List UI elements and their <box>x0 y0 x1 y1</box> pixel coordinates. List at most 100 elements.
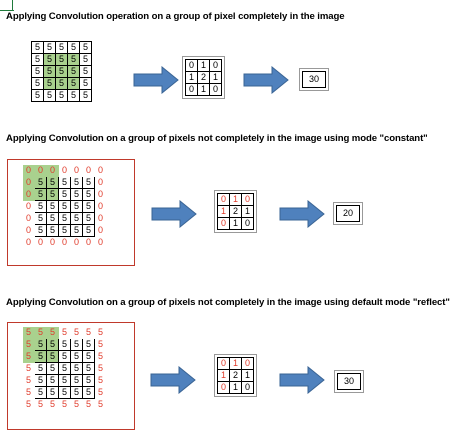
grid-cell: 5 <box>79 89 92 102</box>
grid-cell: 0 <box>25 213 31 223</box>
grid-cell: 5 <box>43 53 56 66</box>
kernel-cell: 1 <box>241 369 254 382</box>
kernel-cell: 0 <box>185 83 198 96</box>
grid-cell: 5 <box>82 212 95 225</box>
grid-cell: 5 <box>85 399 91 409</box>
grid-cell: 5 <box>58 212 71 225</box>
grid-cell: 5 <box>34 326 47 339</box>
padded-image-frame <box>7 159 135 266</box>
padded-image-frame <box>7 322 135 430</box>
grid-cell: 0 <box>97 213 103 223</box>
grid-cell: 5 <box>67 77 80 90</box>
grid-cell: 5 <box>22 338 35 351</box>
kernel-cell: 0 <box>241 193 254 206</box>
kernel-cell: 0 <box>185 59 198 72</box>
grid-cell: 5 <box>97 351 103 361</box>
grid-cell: 5 <box>22 350 35 363</box>
result-box-2: 20 <box>333 202 363 225</box>
grid-cell: 5 <box>79 41 92 54</box>
kernel-cell: 1 <box>229 381 242 394</box>
grid-cell: 5 <box>70 350 83 363</box>
grid-cell: 0 <box>97 201 103 211</box>
grid-cell: 0 <box>49 237 55 247</box>
kernel-cell: 1 <box>209 71 222 84</box>
grid-cell: 5 <box>97 339 103 349</box>
grid-cell: 5 <box>70 188 83 201</box>
grid-cell: 5 <box>97 327 103 337</box>
right-arrow-icon <box>151 200 197 228</box>
grid-cell: 5 <box>70 224 83 237</box>
grid-cell: 5 <box>46 374 59 387</box>
grid-cell: 5 <box>34 362 47 375</box>
grid-cell: 5 <box>46 224 59 237</box>
grid-cell: 5 <box>61 327 67 337</box>
result-box-1: 30 <box>299 68 329 91</box>
kernel-cell: 2 <box>197 71 210 84</box>
grid-cell: 5 <box>34 176 47 189</box>
right-arrow-icon <box>243 66 289 94</box>
right-arrow-icon <box>133 66 179 94</box>
grid-cell: 5 <box>82 224 95 237</box>
grid-cell: 5 <box>70 176 83 189</box>
kernel-cell: 0 <box>217 193 230 206</box>
grid-cell: 0 <box>97 237 103 247</box>
grid-cell: 5 <box>46 176 59 189</box>
grid-cell: 5 <box>79 53 92 66</box>
grid-cell: 5 <box>46 212 59 225</box>
grid-cell: 5 <box>34 338 47 351</box>
corner-marker <box>0 0 14 12</box>
grid-cell: 5 <box>46 386 59 399</box>
grid-cell: 5 <box>82 374 95 387</box>
grid-cell: 5 <box>58 188 71 201</box>
section-title-constant: Applying Convolution on a group of pixel… <box>6 133 428 144</box>
kernel-cell: 1 <box>217 205 230 218</box>
kernel-cell: 0 <box>241 217 254 230</box>
section-title-reflect: Applying Convolution on a group of pixel… <box>6 297 450 308</box>
grid-cell: 5 <box>46 362 59 375</box>
kernel-cell: 0 <box>209 83 222 96</box>
right-arrow-icon <box>279 366 325 394</box>
grid-cell: 5 <box>34 374 47 387</box>
grid-cell: 5 <box>34 386 47 399</box>
grid-cell: 5 <box>97 375 103 385</box>
grid-cell: 5 <box>46 200 59 213</box>
grid-cell: 5 <box>31 41 44 54</box>
grid-cell: 5 <box>58 374 71 387</box>
grid-cell: 5 <box>61 399 67 409</box>
grid-cell: 5 <box>55 89 68 102</box>
grid-cell: 5 <box>31 77 44 90</box>
grid-cell: 5 <box>73 399 79 409</box>
kernel-cell: 1 <box>229 357 242 370</box>
grid-cell: 0 <box>85 165 91 175</box>
grid-cell: 5 <box>58 338 71 351</box>
grid-cell: 0 <box>97 165 103 175</box>
grid-cell: 5 <box>82 386 95 399</box>
result-box-3: 30 <box>334 370 364 393</box>
grid-cell: 5 <box>43 41 56 54</box>
grid-cell: 5 <box>67 41 80 54</box>
grid-cell: 0 <box>61 237 67 247</box>
grid-cell: 5 <box>55 65 68 78</box>
grid-cell: 5 <box>46 350 59 363</box>
grid-cell: 5 <box>82 338 95 351</box>
grid-cell: 5 <box>22 326 35 339</box>
grid-cell: 5 <box>67 89 80 102</box>
grid-cell: 5 <box>43 89 56 102</box>
kernel-cell: 1 <box>229 193 242 206</box>
kernel-cell: 1 <box>241 205 254 218</box>
grid-cell: 5 <box>70 362 83 375</box>
grid-cell: 5 <box>70 386 83 399</box>
right-arrow-icon <box>279 200 325 228</box>
grid-cell: 5 <box>97 363 103 373</box>
kernel-cell: 0 <box>217 381 230 394</box>
kernel-cell: 1 <box>229 217 242 230</box>
grid-cell: 5 <box>82 350 95 363</box>
grid-cell: 5 <box>58 200 71 213</box>
kernel-cell: 2 <box>229 369 242 382</box>
grid-cell: 0 <box>37 237 43 247</box>
grid-cell: 5 <box>67 53 80 66</box>
kernel-cell: 0 <box>217 217 230 230</box>
kernel-cell: 1 <box>217 369 230 382</box>
